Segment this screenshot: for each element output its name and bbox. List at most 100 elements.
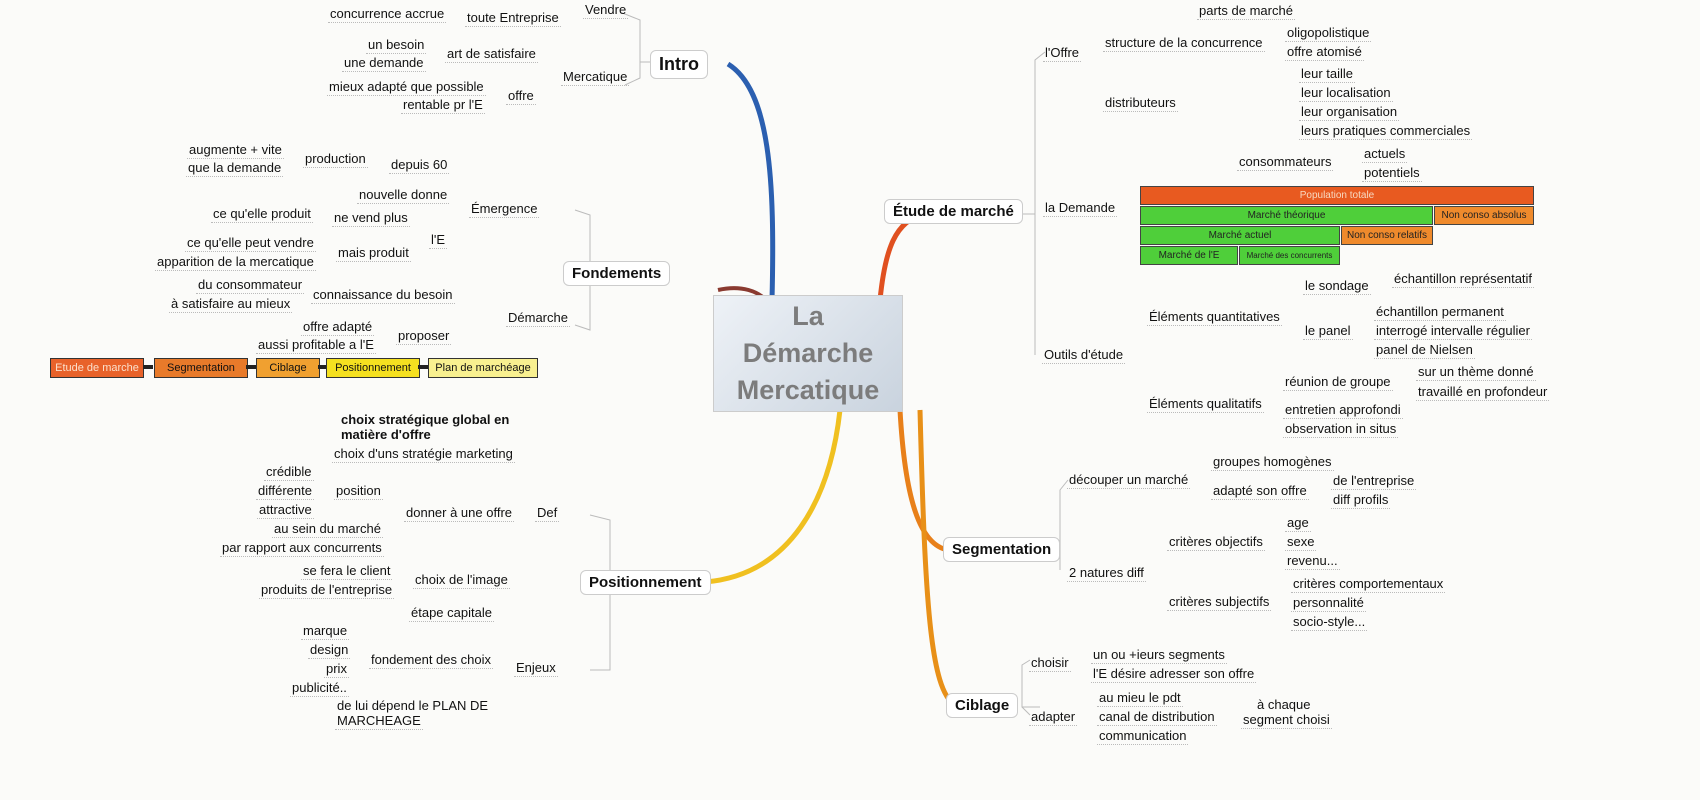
node[interactable]: leur taille bbox=[1299, 66, 1356, 83]
node[interactable]: leurs pratiques commerciales bbox=[1299, 123, 1473, 140]
node[interactable]: de lui dépend le PLAN DE bbox=[337, 698, 489, 713]
node[interactable]: à satisfaire au mieux bbox=[169, 296, 293, 313]
node[interactable]: personnalité bbox=[1291, 595, 1366, 612]
node[interactable]: offre atomisé bbox=[1285, 44, 1364, 61]
node[interactable]: Démarche bbox=[506, 310, 570, 327]
node[interactable]: critères objectifs bbox=[1167, 534, 1265, 551]
node[interactable]: production bbox=[303, 151, 368, 168]
topic-fondements[interactable]: Fondements bbox=[563, 261, 671, 286]
node[interactable]: matière d'offre bbox=[341, 427, 431, 442]
node[interactable]: réunion de groupe bbox=[1283, 374, 1393, 391]
node[interactable]: leur localisation bbox=[1299, 85, 1393, 102]
node[interactable]: l'E désire adresser son offre bbox=[1091, 666, 1257, 683]
node[interactable]: Émergence bbox=[469, 201, 540, 218]
node[interactable]: le panel bbox=[1303, 323, 1353, 340]
node[interactable]: marque bbox=[301, 623, 350, 640]
node[interactable]: travaillé en profondeur bbox=[1416, 384, 1550, 401]
node[interactable]: choix d'uns stratégie marketing bbox=[332, 446, 515, 463]
node[interactable]: prix bbox=[324, 661, 349, 678]
node[interactable]: concurrence accrue bbox=[328, 6, 447, 23]
node[interactable]: segment choisi bbox=[1241, 712, 1332, 729]
node[interactable]: attractive bbox=[257, 502, 314, 519]
node[interactable]: découper un marché bbox=[1067, 472, 1191, 489]
node[interactable]: potentiels bbox=[1362, 165, 1422, 182]
node[interactable]: du consommateur bbox=[196, 277, 305, 294]
node[interactable]: leur organisation bbox=[1299, 104, 1400, 121]
node[interactable]: MARCHEAGE bbox=[335, 713, 423, 730]
node[interactable]: mais produit bbox=[336, 245, 411, 262]
node[interactable]: oligopolistique bbox=[1285, 25, 1372, 42]
node[interactable]: sur un thème donné bbox=[1416, 364, 1536, 381]
node[interactable]: fondement des choix bbox=[369, 652, 493, 669]
node[interactable]: Vendre bbox=[583, 2, 629, 19]
node[interactable]: différente bbox=[256, 483, 314, 500]
node[interactable]: offre adapté bbox=[301, 319, 375, 336]
node[interactable]: échantillon représentatif bbox=[1392, 271, 1535, 288]
topic-positionnement[interactable]: Positionnement bbox=[580, 570, 711, 595]
node[interactable]: parts de marché bbox=[1197, 3, 1295, 20]
node[interactable]: adapter bbox=[1029, 709, 1078, 726]
node[interactable]: connaissance du besoin bbox=[311, 287, 455, 304]
node[interactable]: nouvelle donne bbox=[357, 187, 450, 204]
node[interactable]: 2 natures diff bbox=[1067, 565, 1146, 582]
node[interactable]: aussi profitable a l'E bbox=[256, 337, 376, 354]
node[interactable]: Outils d'étude bbox=[1042, 347, 1126, 364]
node[interactable]: au sein du marché bbox=[272, 521, 383, 538]
node[interactable]: au mieu le pdt bbox=[1097, 690, 1183, 707]
node[interactable]: observation in situs bbox=[1283, 421, 1399, 438]
topic-segmentation[interactable]: Segmentation bbox=[943, 537, 1061, 562]
node[interactable]: distributeurs bbox=[1103, 95, 1178, 112]
node[interactable]: choix de l'image bbox=[413, 572, 510, 589]
node[interactable]: un besoin bbox=[366, 37, 427, 54]
node[interactable]: augmente + vite bbox=[187, 142, 284, 159]
node[interactable]: un ou +ieurs segments bbox=[1091, 647, 1227, 664]
node[interactable]: Def bbox=[535, 505, 560, 522]
node[interactable]: toute Entreprise bbox=[465, 10, 561, 27]
node[interactable]: socio-style... bbox=[1291, 614, 1368, 631]
node[interactable]: l'E bbox=[429, 232, 448, 249]
node[interactable]: choix stratégique global en bbox=[341, 412, 510, 427]
node[interactable]: design bbox=[308, 642, 351, 659]
node[interactable]: la Demande bbox=[1043, 200, 1118, 217]
node[interactable]: le sondage bbox=[1303, 278, 1371, 295]
node[interactable]: à chaque bbox=[1257, 697, 1311, 712]
node[interactable]: Éléments quantitatives bbox=[1147, 309, 1282, 326]
node[interactable]: rentable pr l'E bbox=[401, 97, 485, 114]
node[interactable]: publicité.. bbox=[290, 680, 349, 697]
node[interactable]: revenu... bbox=[1285, 553, 1340, 570]
node[interactable]: consommateurs bbox=[1237, 154, 1334, 171]
node[interactable]: structure de la concurrence bbox=[1103, 35, 1265, 52]
node[interactable]: groupes homogènes bbox=[1211, 454, 1334, 471]
node[interactable]: communication bbox=[1097, 728, 1189, 745]
node[interactable]: entretien approfondi bbox=[1283, 402, 1403, 419]
topic-ciblage[interactable]: Ciblage bbox=[946, 693, 1019, 718]
node[interactable]: choisir bbox=[1029, 655, 1071, 672]
node[interactable]: depuis 60 bbox=[389, 157, 450, 174]
node[interactable]: Mercatique bbox=[561, 69, 630, 86]
node[interactable]: canal de distribution bbox=[1097, 709, 1217, 726]
node[interactable]: étape capitale bbox=[409, 605, 494, 622]
node[interactable]: de l'entreprise bbox=[1331, 473, 1417, 490]
node[interactable]: mieux adapté que possible bbox=[327, 79, 486, 96]
node[interactable]: Éléments qualitatifs bbox=[1147, 396, 1264, 413]
node[interactable]: échantillon permanent bbox=[1374, 304, 1506, 321]
node[interactable]: panel de Nielsen bbox=[1374, 342, 1475, 359]
node[interactable]: proposer bbox=[396, 328, 452, 345]
topic-intro[interactable]: Intro bbox=[650, 50, 708, 79]
node[interactable]: par rapport aux concurrents bbox=[220, 540, 384, 557]
node[interactable]: actuels bbox=[1362, 146, 1408, 163]
node[interactable]: se fera le client bbox=[301, 563, 393, 580]
node[interactable]: crédible bbox=[264, 464, 314, 481]
node[interactable]: l'Offre bbox=[1043, 45, 1082, 62]
node[interactable]: sexe bbox=[1285, 534, 1317, 551]
node[interactable]: Enjeux bbox=[514, 660, 558, 677]
node[interactable]: position bbox=[334, 483, 383, 500]
node[interactable]: une demande bbox=[342, 55, 426, 72]
node[interactable]: offre bbox=[506, 88, 536, 105]
node[interactable]: critères subjectifs bbox=[1167, 594, 1272, 611]
node[interactable]: art de satisfaire bbox=[445, 46, 538, 63]
node[interactable]: ne vend plus bbox=[332, 210, 410, 227]
node[interactable]: ce qu'elle peut vendre bbox=[185, 235, 316, 252]
node[interactable]: critères comportementaux bbox=[1291, 576, 1446, 593]
node[interactable]: adapté son offre bbox=[1211, 483, 1309, 500]
